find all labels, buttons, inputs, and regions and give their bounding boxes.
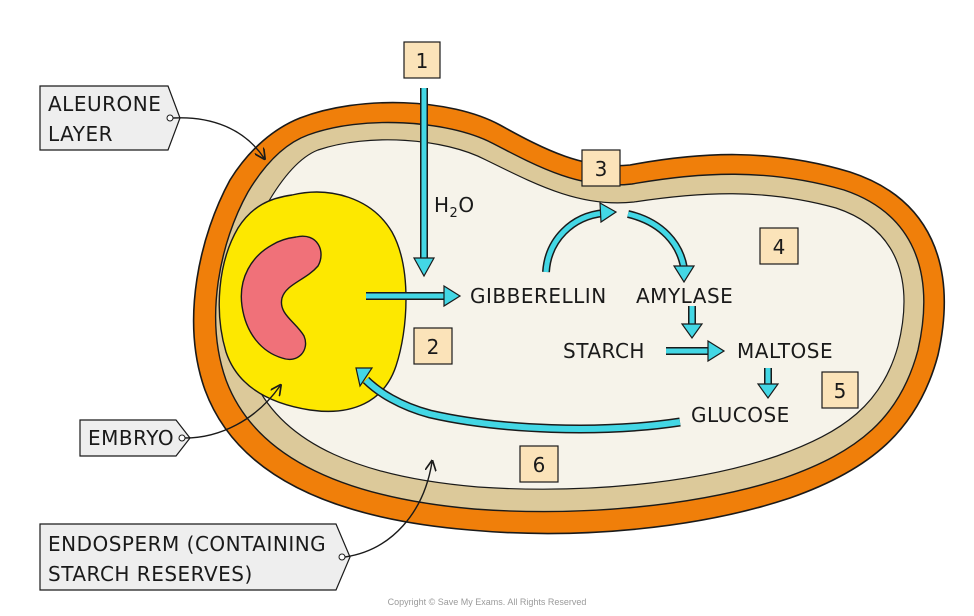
amylase-label: AMYLASE [636, 284, 733, 308]
step-number-4: 4 [773, 235, 786, 259]
aleurone-tag: ALEURONE LAYER [39, 85, 264, 158]
endosperm-tag: ENDOSPERM (CONTAINING STARCH RESERVES) [39, 462, 432, 591]
step-number-3: 3 [595, 157, 608, 181]
endosperm-label-line1: ENDOSPERM (CONTAINING [48, 532, 326, 556]
starch-to-maltose-arrow [666, 339, 726, 363]
step-box-6: 6 [519, 445, 559, 483]
radicle-shape [240, 235, 322, 361]
amylase-down-arrow [680, 306, 704, 340]
step-box-4: 4 [759, 227, 799, 265]
embryo-to-gibberellin-arrow [366, 284, 462, 308]
glucose-label: GLUCOSE [691, 403, 790, 427]
step-box-5: 5 [821, 371, 859, 409]
copyright-text: Copyright © Save My Exams. All Rights Re… [388, 597, 587, 607]
maltose-to-glucose-arrow [756, 368, 780, 400]
glucose-to-embryo-arrow [355, 367, 681, 434]
aleurone-label-line1: ALEURONE [48, 92, 161, 116]
step-number-6: 6 [533, 453, 546, 477]
embryo-tag: EMBRYO [79, 386, 280, 457]
aleurone-label-line2: LAYER [48, 122, 113, 146]
embryo-shape [218, 191, 407, 412]
starch-label: STARCH [563, 339, 645, 363]
step-number-1: 1 [416, 49, 429, 73]
step-number-5: 5 [834, 379, 847, 403]
embryo-label: EMBRYO [88, 426, 174, 450]
step-box-2: 2 [413, 327, 453, 365]
endosperm-label-line2: STARCH RESERVES) [48, 562, 253, 586]
gibberellin-label: GIBBERELLIN [470, 284, 607, 308]
water-label: H2O [434, 193, 475, 221]
maltose-label: MALTOSE [737, 339, 833, 363]
step-number-2: 2 [427, 335, 440, 359]
step-box-1: 1 [403, 41, 441, 79]
gibberellin-to-aleurone-arrow [542, 201, 618, 273]
step-box-3: 3 [581, 149, 621, 187]
water-arrow [412, 88, 436, 278]
aleurone-to-amylase-arrow [626, 210, 696, 284]
